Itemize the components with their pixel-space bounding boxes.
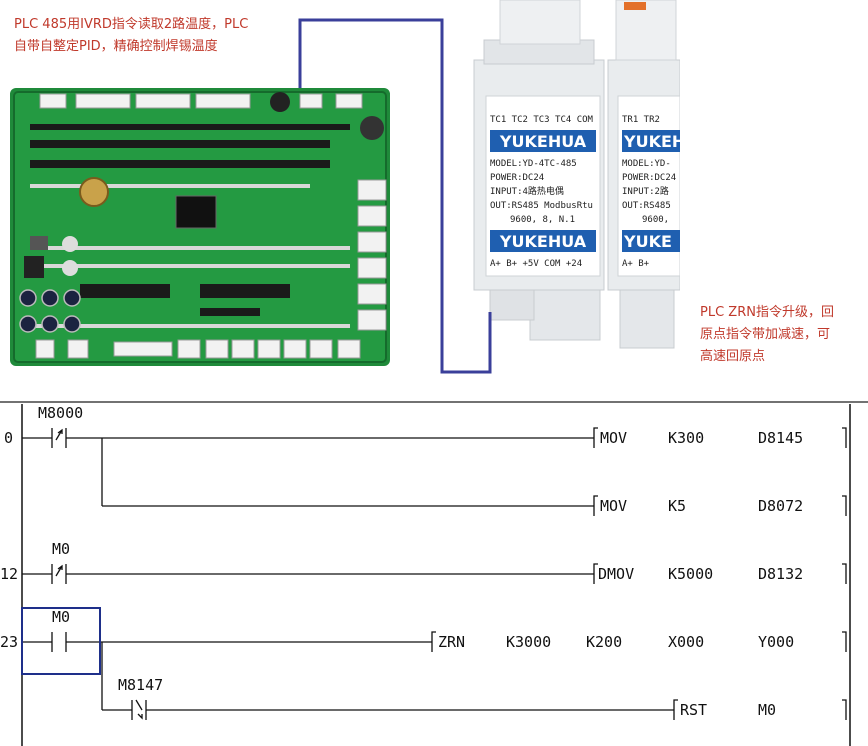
note-top-left-line1: PLC 485用IVRD指令读取2路温度，PLC [14,17,249,32]
instruction-operand: D8145 [758,429,803,447]
module2-power: POWER:DC24 [622,173,676,183]
step-number: 0 [4,429,13,447]
contact-label: M8147 [118,676,163,694]
module1-terminals-top: TC1 TC2 TC3 TC4 COM [490,115,594,125]
module2-model: MODEL:YD- [622,159,671,169]
note-right: PLC ZRN指令升级，回 原点指令带加减速，可 高速回原点 [700,302,834,368]
module1-out: OUT:RS485 ModbusRtu [490,201,593,211]
module1-power: POWER:DC24 [490,173,544,183]
module2-brand: YUKEHUA [623,132,680,151]
module1-terminals-bottom: A+ B+ +5V COM +24 [490,259,582,269]
module2-serial: 9600, [642,215,669,225]
instruction-operand: D8132 [758,565,803,583]
instruction-operand: K200 [586,633,622,651]
instruction-op: MOV [600,497,627,515]
module2-input: INPUT:2路 [622,185,669,197]
selected-contact-box [21,607,101,675]
instruction-operand: K300 [668,429,704,447]
module1-input: INPUT:4路热电偶 [490,185,564,197]
contact-label: M8000 [38,404,83,422]
note-top-left-line2: 自带自整定PID，精确控制焊锡温度 [14,39,218,54]
note-right-line3: 高速回原点 [700,349,766,364]
module1-model: MODEL:YD-4TC-485 [490,159,577,169]
module1-serial: 9600, 8, N.1 [510,215,575,225]
instruction-operand: Y000 [758,633,794,651]
module2-brand-lower: YUKE [623,232,672,251]
note-top-left: PLC 485用IVRD指令读取2路温度，PLC 自带自整定PID，精确控制焊锡… [14,14,248,58]
contact-label: M0 [52,540,70,558]
instruction-operand: K3000 [506,633,551,651]
instruction-operand: K5000 [668,565,713,583]
instruction-op: MOV [600,429,627,447]
instruction-operand: D8072 [758,497,803,515]
module2-out: OUT:RS485 [622,201,671,211]
note-right-line2: 原点指令带加减速，可 [700,327,831,342]
note-right-line1: PLC ZRN指令升级，回 [700,305,834,320]
rs485-wire [298,18,492,374]
step-number: 12 [0,565,18,583]
instruction-operand: X000 [668,633,704,651]
instruction-op: RST [680,701,707,719]
instruction-op: ZRN [438,633,465,651]
module2-terminals-top: TR1 TR2 [622,115,660,125]
instruction-operand: K5 [668,497,686,515]
plc-circuit-board-image [10,88,390,366]
module1-brand: YUKEHUA [499,132,587,151]
contact-label: M0 [52,608,70,626]
instruction-operand: M0 [758,701,776,719]
instruction-op: DMOV [598,565,634,583]
temperature-module-image: TC1 TC2 TC3 TC4 COM YUKEHUA MODEL:YD-4TC… [473,0,680,349]
module2-terminals-bottom: A+ B+ [622,259,650,269]
module1-brand-lower: YUKEHUA [499,232,587,251]
step-number: 23 [0,633,18,651]
